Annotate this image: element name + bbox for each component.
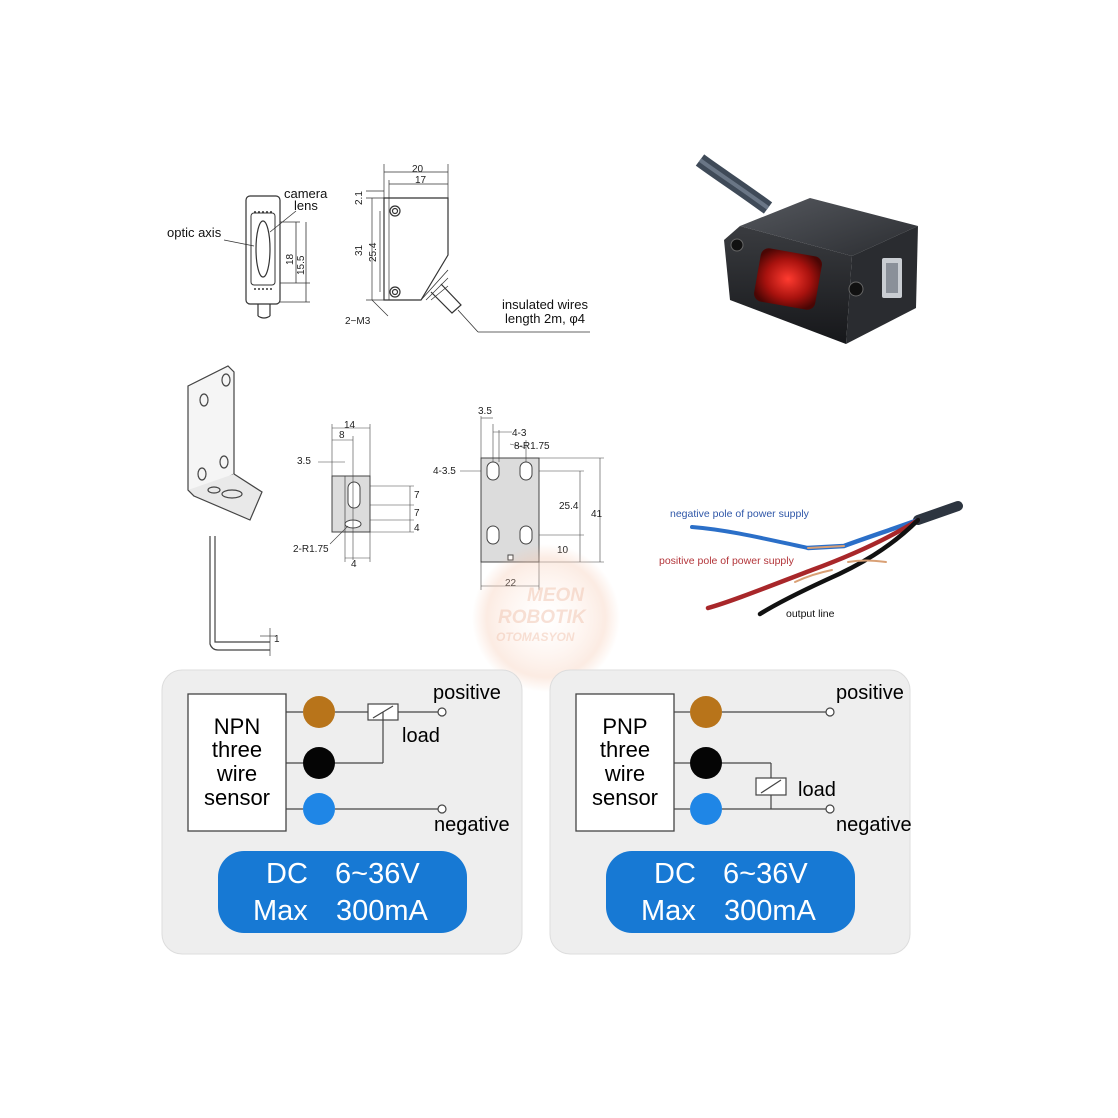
dim-14: 14 <box>344 420 356 431</box>
sensor-photo <box>695 154 918 344</box>
dim-7-a: 7 <box>414 490 420 501</box>
watermark: MEON ROBOTIK OTOMASYON <box>472 544 620 692</box>
side-view-drawing <box>366 164 590 333</box>
npn-dc-label: DC <box>266 858 308 890</box>
npn-sensor-line-2: three <box>212 737 262 762</box>
npn-sensor-line-3: wire <box>216 761 257 786</box>
dim-25-4-bracket: 25.4 <box>559 501 579 512</box>
dim-17: 17 <box>415 175 427 186</box>
npn-sensor-line-1: NPN <box>214 714 260 739</box>
dim-4-a: 4 <box>414 523 420 534</box>
insulated-wires-label: insulated wires <box>502 297 588 312</box>
watermark-line-2: ROBOTIK <box>498 607 587 628</box>
bracket-side-drawing <box>318 424 414 562</box>
dim-2-r1-75: 2-R1.75 <box>293 544 329 555</box>
dim-8-r1-75: 8-R1.75 <box>514 441 550 452</box>
dim-4-3-5: 4-3.5 <box>433 466 456 477</box>
dim-4-b: 4 <box>351 559 357 570</box>
watermark-line-1: MEON <box>527 585 585 606</box>
pnp-blue-wire-dot <box>690 793 722 825</box>
dim-31: 31 <box>354 244 365 256</box>
pnp-max-label: Max <box>641 895 696 927</box>
pnp-positive-label: positive <box>836 682 904 704</box>
front-view-drawing <box>223 195 310 319</box>
npn-blue-wire-dot <box>303 793 335 825</box>
pnp-sensor-line-1: PNP <box>602 714 647 739</box>
dim-3-5-a: 3.5 <box>297 456 311 467</box>
dim-8: 8 <box>339 430 345 441</box>
dim-7-b: 7 <box>414 508 420 519</box>
npn-max-value: 300mA <box>336 895 429 927</box>
npn-sensor-line-4: sensor <box>204 785 270 810</box>
pnp-dc-label: DC <box>654 858 696 890</box>
npn-black-wire-dot <box>303 747 335 779</box>
pnp-negative-label: negative <box>836 814 912 836</box>
pnp-brown-wire-dot <box>690 696 722 728</box>
mount-label: 2−M3 <box>345 316 371 327</box>
npn-positive-label: positive <box>433 682 501 704</box>
npn-max-label: Max <box>253 895 308 927</box>
npn-panel: NPN three wire sensor positive load nega… <box>161 669 523 955</box>
dim-3-5-b: 3.5 <box>478 406 492 417</box>
pnp-black-wire-dot <box>690 747 722 779</box>
pnp-panel: PNP three wire sensor positive load nega… <box>549 669 912 955</box>
output-line-label: output line <box>786 608 835 620</box>
dim-25-4: 25.4 <box>368 242 379 262</box>
dim-18: 18 <box>285 253 296 265</box>
lens-label: lens <box>294 198 318 213</box>
bracket-front-drawing <box>460 416 604 590</box>
dim-1: 1 <box>274 634 280 645</box>
npn-load-label: load <box>402 725 440 747</box>
pnp-sensor-line-4: sensor <box>592 785 658 810</box>
dim-15-5: 15.5 <box>296 255 307 275</box>
wiring-photo <box>690 501 963 617</box>
positive-pole-label: positive pole of power supply <box>659 555 795 567</box>
pnp-dc-box <box>606 851 855 933</box>
pnp-max-value: 300mA <box>724 895 817 927</box>
npn-dc-value: 6~36V <box>335 858 420 890</box>
pnp-sensor-line-3: wire <box>604 761 645 786</box>
dim-4-3: 4-3 <box>512 428 527 439</box>
dim-41: 41 <box>591 509 603 520</box>
pnp-load-label: load <box>798 779 836 801</box>
wire-length-label: length 2m, φ4 <box>505 311 585 326</box>
dim-2-1: 2.1 <box>354 191 365 205</box>
pnp-sensor-line-2: three <box>600 737 650 762</box>
negative-pole-label: negative pole of power supply <box>670 508 810 520</box>
bracket-drawing <box>187 365 276 656</box>
watermark-line-3: OTOMASYON <box>496 630 575 644</box>
optic-axis-label: optic axis <box>167 225 222 240</box>
dim-20: 20 <box>412 164 424 175</box>
npn-negative-label: negative <box>434 814 510 836</box>
npn-dc-box <box>218 851 467 933</box>
camera-label: camera <box>284 186 328 201</box>
pnp-dc-value: 6~36V <box>723 858 808 890</box>
npn-brown-wire-dot <box>303 696 335 728</box>
